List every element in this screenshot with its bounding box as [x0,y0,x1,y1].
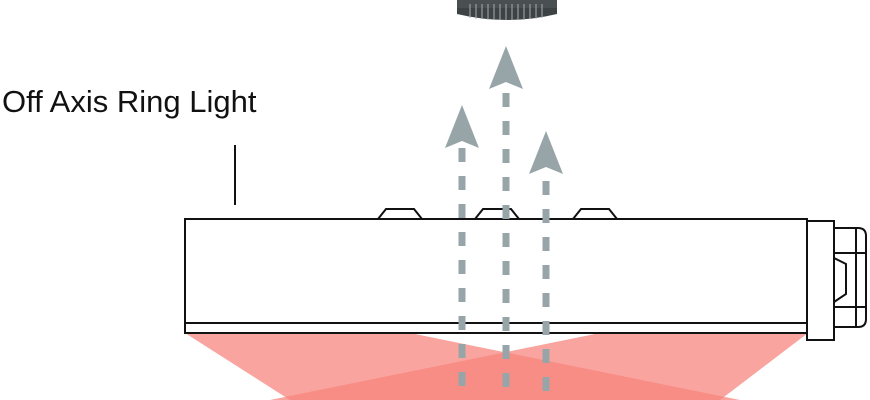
ring-light-label: Off Axis Ring Light [2,84,257,119]
cable-connector [833,227,867,328]
arrow-up-icon [445,105,479,400]
light-beams [185,333,808,400]
right-light-beam [270,333,808,400]
camera-lens-icon [457,0,557,20]
ring-light [184,208,867,341]
ring-light-body [184,218,808,334]
top-bump [572,208,618,220]
reflection-arrows [445,46,563,400]
arrow-up-icon [489,46,523,400]
arrow-up-icon [529,131,563,400]
top-bump [474,208,520,220]
top-bump [377,208,423,220]
end-cap [806,220,835,341]
